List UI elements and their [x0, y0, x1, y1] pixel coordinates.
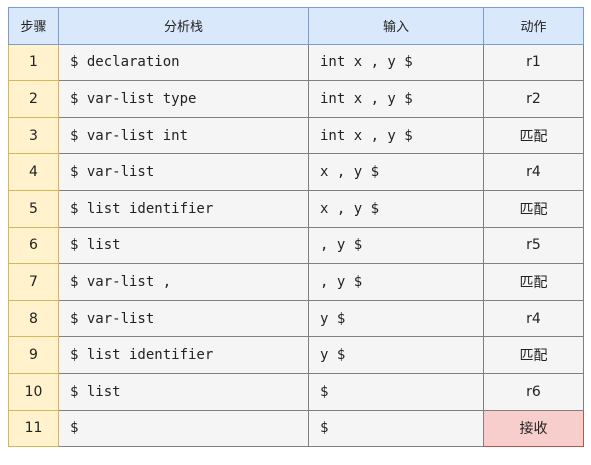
stack-cell: $ list	[58, 226, 309, 265]
step-cell: 9	[8, 336, 59, 374]
step-cell: 4	[8, 153, 59, 191]
action-cell: r5	[483, 226, 584, 265]
step-cell: 8	[8, 299, 59, 338]
action-cell: r4	[483, 299, 584, 338]
step-cell: 5	[8, 189, 59, 228]
stack-cell: $ list identifier	[58, 336, 309, 374]
step-cell: 2	[8, 80, 59, 118]
table-row: 10 $ list $ r6	[8, 372, 584, 411]
header-step: 步骤	[8, 7, 59, 45]
action-cell: r2	[483, 80, 584, 118]
step-cell: 6	[8, 226, 59, 265]
input-cell: , y $	[308, 226, 484, 265]
step-cell: 3	[8, 116, 59, 155]
action-cell: r6	[483, 372, 584, 411]
table-row: 4 $ var-list x , y $ r4	[8, 153, 584, 191]
step-cell: 11	[8, 409, 59, 448]
input-cell: , y $	[308, 263, 484, 301]
input-cell: y $	[308, 336, 484, 374]
stack-cell: $ list	[58, 372, 309, 411]
header-action: 动作	[483, 7, 584, 45]
parse-trace-table-container: 步骤 分析栈 输入 动作 1 $ declaration int x , y $…	[8, 7, 584, 448]
table-row: 7 $ var-list , , y $ 匹配	[8, 263, 584, 301]
table-row: 1 $ declaration int x , y $ r1	[8, 43, 584, 82]
stack-cell: $ var-list	[58, 299, 309, 338]
table-row: 3 $ var-list int int x , y $ 匹配	[8, 116, 584, 155]
step-cell: 10	[8, 372, 59, 411]
table-row: 2 $ var-list type int x , y $ r2	[8, 80, 584, 118]
table-row: 9 $ list identifier y $ 匹配	[8, 336, 584, 374]
input-cell: int x , y $	[308, 43, 484, 82]
header-input: 输入	[308, 7, 484, 45]
action-cell: r1	[483, 43, 584, 82]
action-cell: 匹配	[483, 189, 584, 228]
input-cell: y $	[308, 299, 484, 338]
stack-cell: $ var-list int	[58, 116, 309, 155]
stack-cell: $ list identifier	[58, 189, 309, 228]
parse-trace-table: 步骤 分析栈 输入 动作 1 $ declaration int x , y $…	[8, 7, 584, 448]
step-cell: 7	[8, 263, 59, 301]
action-cell: 匹配	[483, 336, 584, 374]
table-row: 5 $ list identifier x , y $ 匹配	[8, 189, 584, 228]
stack-cell: $ declaration	[58, 43, 309, 82]
action-cell: r4	[483, 153, 584, 191]
table-row: 11 $ $ 接收	[8, 409, 584, 448]
step-cell: 1	[8, 43, 59, 82]
input-cell: int x , y $	[308, 80, 484, 118]
stack-cell: $ var-list ,	[58, 263, 309, 301]
input-cell: x , y $	[308, 153, 484, 191]
action-cell: 匹配	[483, 116, 584, 155]
table-row: 6 $ list , y $ r5	[8, 226, 584, 265]
input-cell: $	[308, 372, 484, 411]
input-cell: x , y $	[308, 189, 484, 228]
action-cell: 匹配	[483, 263, 584, 301]
stack-cell: $ var-list type	[58, 80, 309, 118]
stack-cell: $	[58, 409, 309, 448]
input-cell: $	[308, 409, 484, 448]
header-row: 步骤 分析栈 输入 动作	[8, 7, 584, 45]
header-stack: 分析栈	[58, 7, 309, 45]
input-cell: int x , y $	[308, 116, 484, 155]
stack-cell: $ var-list	[58, 153, 309, 191]
table-row: 8 $ var-list y $ r4	[8, 299, 584, 338]
accept-action-cell: 接收	[483, 409, 584, 448]
